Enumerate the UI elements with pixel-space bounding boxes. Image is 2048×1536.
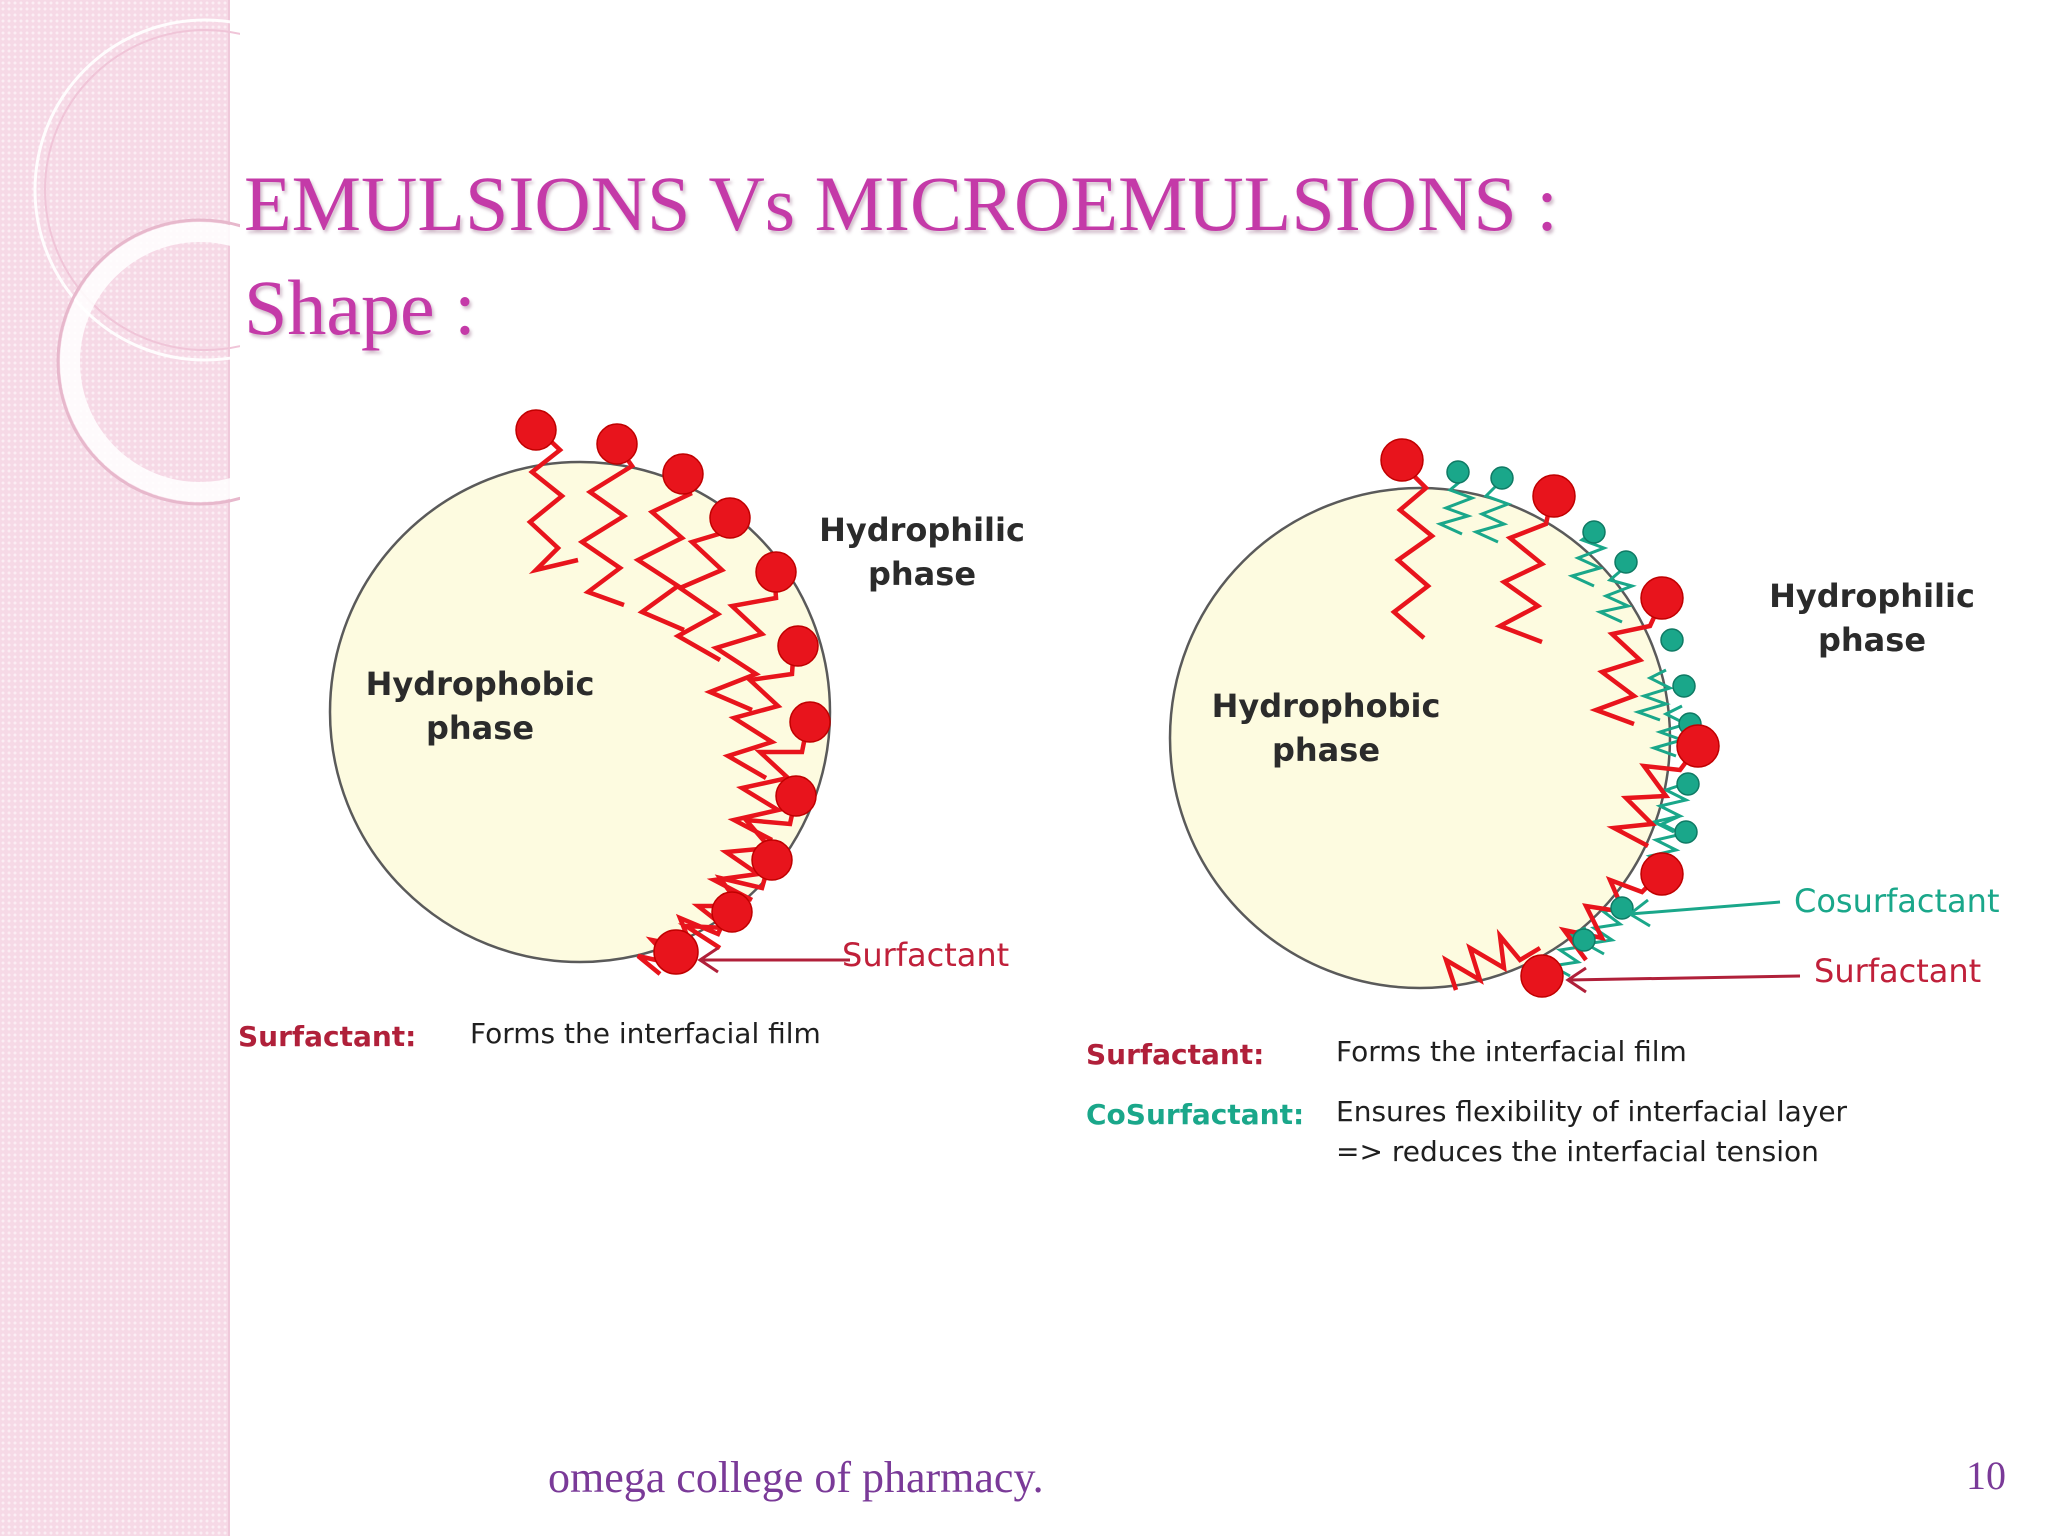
footer-text: omega college of pharmacy. [548, 1453, 1044, 1502]
microemulsion-droplet-illustration [1168, 438, 1801, 998]
legend-surfactant-term: Surfactant: [238, 1020, 417, 1053]
hydrophilic-phase-label: Hydrophilic phase [819, 511, 1025, 593]
emulsion-legend: Surfactant: Forms the interfacial film [238, 1017, 878, 1080]
legend-surfactant-term: Surfactant: [1086, 1038, 1265, 1071]
slide-title: EMULSIONS Vs MICROEMULSIONS : Shape : [244, 152, 1558, 360]
decorative-rings [33, 18, 240, 506]
cosurfactant-pointer-arrow [1627, 898, 1781, 928]
surfactant-pointer-arrow [697, 946, 850, 974]
microemulsion-legend: Surfactant: Forms the interfacial film C… [1086, 1035, 1886, 1178]
cosurfactant-callout: Cosurfactant [1794, 882, 2000, 920]
hydrophobic-phase-label: Hydrophobic phase [1211, 687, 1441, 769]
hydrophobic-phase-label: Hydrophobic phase [365, 665, 595, 747]
emulsion-droplet-illustration [328, 409, 850, 976]
hydrophilic-phase-label: Hydrophilic phase [1769, 577, 1975, 659]
page-number: 10 [1966, 1453, 2006, 1498]
surfactant-tails [1390, 462, 1700, 991]
legend-cosurfactant-desc: Ensures flexibility of interfacial layer… [1336, 1095, 1848, 1168]
surfactant-callout: Surfactant [1814, 952, 1982, 990]
surfactant-pointer-arrow [1565, 966, 1801, 994]
surfactant-heads [1380, 438, 1720, 998]
surfactant-heads [515, 409, 831, 975]
microemulsion-diagram: Hydrophilic phase Hydrophobic phase Cosu… [1150, 420, 2010, 1020]
emulsion-diagram: Hydrophilic phase Hydrophobic phase Surf… [300, 400, 1025, 980]
title-line-2: Shape : [244, 264, 476, 351]
title-line-1: EMULSIONS Vs MICROEMULSIONS : [244, 160, 1558, 247]
legend-surfactant-desc: Forms the interfacial film [470, 1017, 821, 1050]
legend-cosurfactant-term: CoSurfactant: [1086, 1098, 1305, 1131]
emulsion-droplet [328, 460, 832, 964]
surfactant-callout: Surfactant [842, 936, 1010, 974]
decorative-sidebar [0, 0, 240, 1536]
legend-surfactant-desc: Forms the interfacial film [1336, 1035, 1687, 1068]
microemulsion-droplet [1168, 486, 1672, 990]
